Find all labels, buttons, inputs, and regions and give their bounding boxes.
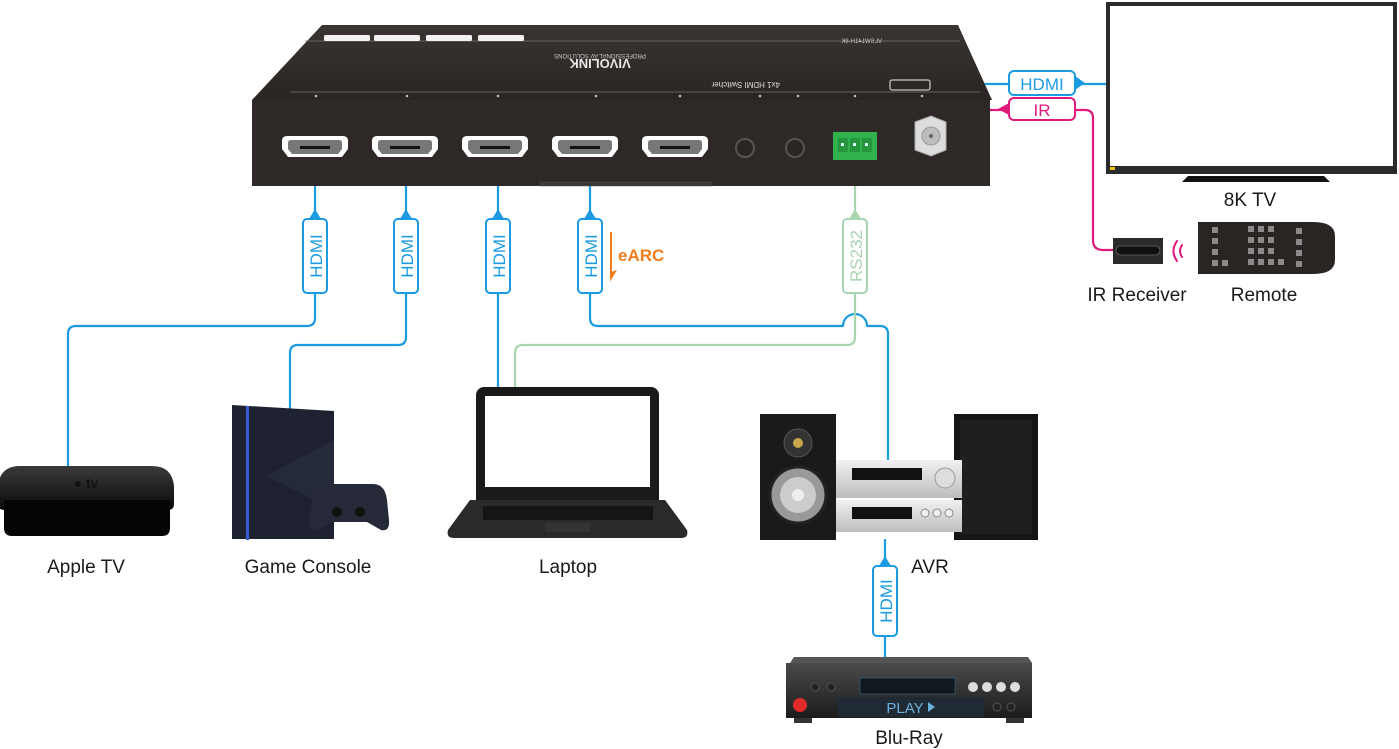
tag-to-tv: HDMI: [1008, 70, 1085, 96]
tag-bluray: HDMI: [872, 556, 898, 637]
tag-ir: IR: [998, 97, 1076, 121]
port-audio-out[interactable]: [735, 138, 755, 158]
cable-in1-appletv: [66, 150, 317, 472]
apple-tv-logo: ● tv: [74, 475, 99, 491]
avr: AVR: [760, 414, 1038, 578]
bluray-display: [838, 697, 984, 717]
apple-tv: ● tv Apple TV: [0, 466, 174, 578]
hdmi-switcher: VLSW141H-8K VIVOLINK PROFESSIONAL AV SOL…: [252, 25, 992, 187]
game-console: Game Console: [232, 405, 390, 578]
front-slot: [539, 181, 713, 187]
avr-label: AVR: [911, 557, 949, 578]
switcher-front-panel: [252, 100, 990, 186]
tag-in4: HDMI: [577, 209, 603, 294]
cable-in2-console: [288, 150, 408, 412]
pause-icon: [996, 682, 1006, 692]
power-icon: [793, 698, 807, 712]
tag-in2: HDMI: [393, 209, 419, 294]
8k-badge: [889, 79, 931, 91]
svg-text:HDMI: HDMI: [1020, 75, 1063, 94]
switcher-product-title: 4x1 HDMI Switcher: [711, 80, 780, 89]
tag-in1: HDMI: [302, 209, 328, 294]
badge-hdcp: [374, 35, 420, 41]
port-in1[interactable]: [282, 136, 348, 157]
game-console-label: Game Console: [245, 557, 372, 578]
tv-stand: [1182, 176, 1330, 182]
tv-logo: [1110, 167, 1115, 170]
ir-receiver-label: IR Receiver: [1087, 285, 1187, 306]
switcher-brand-sub: PROFESSIONAL AV SOLUTIONS: [554, 52, 646, 58]
tv-label: 8K TV: [1224, 190, 1277, 211]
tv-8k: 8K TV: [1106, 2, 1397, 211]
port-in3[interactable]: [462, 136, 528, 157]
badge-hdr: [478, 35, 524, 41]
laptop-label: Laptop: [539, 557, 597, 578]
tag-rs232: RS232: [842, 209, 868, 294]
cable-rs232-laptop: [513, 148, 857, 390]
feature-badges: [324, 35, 524, 41]
earc-label: eARC: [618, 246, 664, 265]
port-ir-in[interactable]: [785, 138, 805, 158]
remote: Remote: [1198, 222, 1335, 306]
badge-earc: [324, 35, 370, 41]
bluray-label: Blu-Ray: [875, 728, 943, 749]
svg-text:HDMI: HDMI: [582, 234, 601, 277]
tv-screen: [1110, 6, 1393, 166]
port-out[interactable]: [642, 136, 708, 157]
port-in4-earc[interactable]: [552, 136, 618, 157]
disc-tray: [859, 677, 956, 695]
prev-icon: [968, 682, 978, 692]
bluray-player: PLAY Blu-Ray: [786, 657, 1032, 749]
port-in2[interactable]: [372, 136, 438, 157]
tag-in3: HDMI: [485, 209, 511, 294]
remote-buttons: [1212, 226, 1302, 267]
apple-tv-label: Apple TV: [47, 557, 125, 578]
port-rs232[interactable]: [833, 132, 877, 160]
switcher-brand: VIVOLINK: [569, 56, 631, 71]
earc-indicator: eARC: [610, 232, 664, 282]
remote-label: Remote: [1231, 285, 1298, 306]
next-icon: [1010, 682, 1020, 692]
svg-text:RS232: RS232: [847, 230, 866, 282]
badge-40gbps: [426, 35, 472, 41]
play-button-icon: [982, 682, 992, 692]
play-icon: [928, 702, 935, 712]
switcher-top-panel: [252, 25, 992, 100]
front-leds: [314, 94, 924, 98]
port-dc-12v[interactable]: [914, 115, 947, 157]
svg-text:HDMI: HDMI: [398, 234, 417, 277]
hdmi-ports: [282, 136, 708, 157]
svg-text:HDMI: HDMI: [307, 234, 326, 277]
switcher-model: VLSW141H-8K: [841, 39, 882, 45]
bluray-display-text: PLAY: [886, 700, 923, 717]
ir-signal-icon: [1172, 240, 1183, 262]
laptop: Laptop: [447, 387, 688, 578]
ir-receiver: IR Receiver: [1087, 238, 1187, 306]
svg-text:HDMI: HDMI: [877, 579, 896, 622]
svg-text:IR: IR: [1034, 101, 1051, 120]
svg-text:HDMI: HDMI: [490, 234, 509, 277]
earc-arrow-icon: [610, 270, 617, 282]
